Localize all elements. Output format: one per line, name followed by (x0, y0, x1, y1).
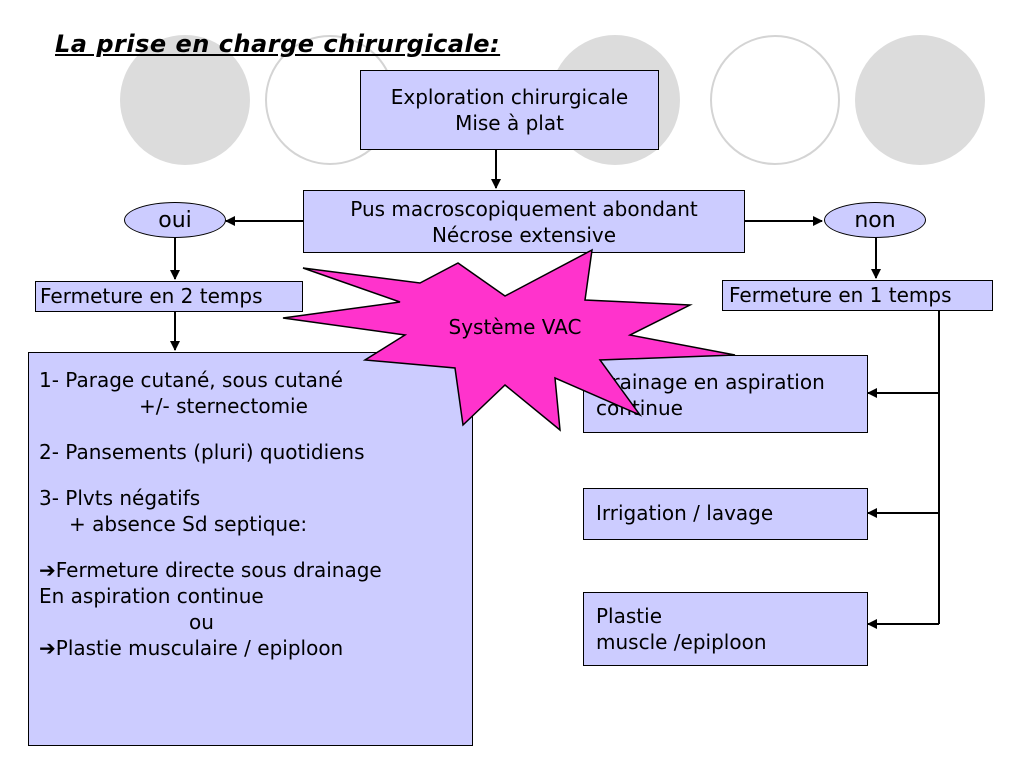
step-line-3: 2- Pansements (pluri) quotidiens (39, 440, 365, 464)
step-line-8: ou (189, 610, 214, 634)
step-line-7: En aspiration continue (39, 584, 264, 608)
vac-star-shape (282, 248, 736, 432)
oui-oval: oui (124, 202, 226, 238)
vac-label: Système VAC (448, 315, 582, 339)
step-line-5: + absence Sd septique: (69, 512, 308, 536)
decorative-circle-5 (855, 35, 985, 165)
steps-box: 1- Parage cutané, sous cutané +/- sterne… (28, 352, 473, 746)
pus-line-1: Pus macroscopiquement abondant (350, 197, 698, 221)
fermeture-2-temps-text: Fermeture en 2 temps (40, 284, 263, 308)
step-line-4: 3- Plvts négatifs (39, 486, 201, 510)
fermeture-1-temps-box: Fermeture en 1 temps (722, 280, 993, 311)
step-line-2: +/- sternectomie (139, 394, 308, 418)
pus-box: Pus macroscopiquement abondant Nécrose e… (303, 190, 745, 253)
step-line-1: 1- Parage cutané, sous cutané (39, 368, 343, 392)
step-line-9: ➔Plastie musculaire / epiploon (39, 636, 344, 660)
fermeture-1-temps-text: Fermeture en 1 temps (729, 283, 952, 307)
plastie-box: Plastie muscle /epiploon (583, 592, 868, 666)
non-oval: non (824, 202, 926, 238)
exploration-line-2: Mise à plat (455, 111, 564, 135)
exploration-line-1: Exploration chirurgicale (390, 85, 629, 109)
fermeture-2-temps-box: Fermeture en 2 temps (35, 281, 303, 312)
slide-title: La prise en charge chirurgicale: (55, 30, 501, 58)
irrigation-box: Irrigation / lavage (583, 488, 868, 540)
exploration-box: Exploration chirurgicale Mise à plat (360, 70, 659, 150)
plastie-line-2: muscle /epiploon (596, 630, 767, 654)
decorative-circle-4 (710, 35, 840, 165)
decorative-circle-1 (120, 35, 250, 165)
pus-line-2: Nécrose extensive (431, 223, 617, 247)
plastie-line-1: Plastie (596, 604, 662, 628)
drainage-box: Drainage en aspiration continue (583, 355, 868, 433)
irrigation-text: Irrigation / lavage (596, 501, 774, 525)
step-line-6: ➔Fermeture directe sous drainage (39, 558, 382, 582)
